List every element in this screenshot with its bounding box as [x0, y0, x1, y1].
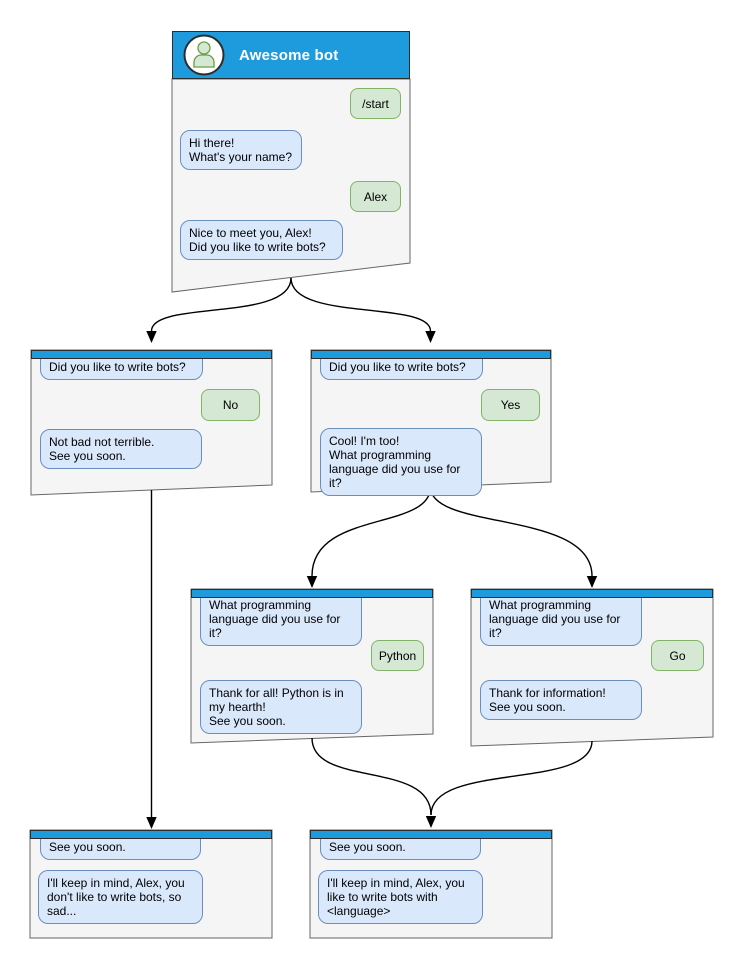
arrow-go-to-end	[430, 740, 593, 816]
arrowhead	[306, 576, 318, 588]
arrowhead	[425, 331, 436, 343]
arrow-main-to-branch-yes	[290, 277, 432, 332]
bubble-language-question: What programming language did you use fo…	[200, 592, 362, 646]
bubble-keep-in-mind-yes: I'll keep in mind, Alex, you like to wri…	[318, 870, 483, 924]
bubble-not-bad: Not bad not terrible. See you soon.	[40, 429, 202, 469]
bubble-answer-no: No	[201, 389, 260, 421]
arrow-python-to-end	[311, 737, 432, 816]
arrow-main-to-branch-no	[150, 277, 292, 332]
chat-window-main-titlebar: Awesome bot	[172, 31, 410, 79]
arrowhead	[146, 331, 157, 343]
bubble-language-question: What programming language did you use fo…	[480, 592, 642, 646]
bot-title: Awesome bot	[239, 46, 339, 64]
chat-window-python-titlebar	[191, 589, 433, 598]
bubble-user-name: Alex	[350, 181, 401, 212]
chat-window-end-no-titlebar	[30, 830, 272, 839]
bubble-answer-go: Go	[651, 640, 704, 671]
arrowhead	[425, 816, 437, 828]
arrowhead	[146, 817, 157, 829]
bubble-start-command: /start	[350, 88, 401, 119]
bubble-python-reply: Thank for all! Python is in my hearth! S…	[200, 680, 362, 734]
bubble-cool-im-too: Cool! I'm too! What programming language…	[320, 428, 482, 496]
bubble-ask-name: Hi there! What's your name?	[180, 130, 302, 170]
chat-window-branch-yes-titlebar	[311, 350, 551, 359]
user-icon	[183, 34, 225, 76]
bubble-go-reply: Thank for information! See you soon.	[480, 680, 642, 720]
bubble-answer-python: Python	[371, 640, 424, 671]
bubble-nice-to-meet: Nice to meet you, Alex! Did you like to …	[180, 220, 343, 260]
chat-window-end-yes-titlebar	[310, 830, 552, 839]
arrowhead	[586, 576, 598, 588]
arrow-branch-yes-to-python	[311, 486, 432, 577]
chat-window-branch-no-titlebar	[31, 350, 272, 359]
arrow-branch-yes-to-go	[429, 486, 593, 577]
chat-window-go-titlebar	[471, 589, 713, 598]
bubble-keep-in-mind-no: I'll keep in mind, Alex, you don't like …	[38, 870, 203, 924]
bubble-answer-yes: Yes	[481, 389, 540, 421]
